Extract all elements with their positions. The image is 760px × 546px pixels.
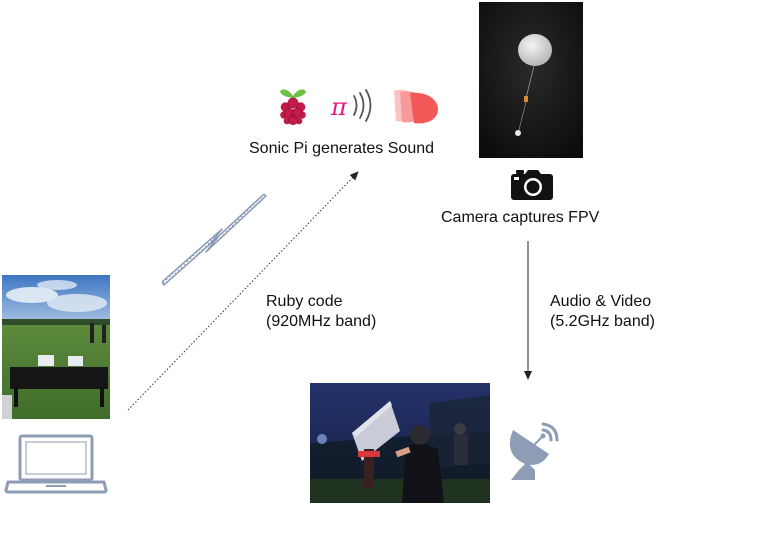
sonic-pi-label: Sonic Pi generates Sound [249,140,435,157]
camera-icon [510,170,554,202]
sound-blob-icon [388,87,440,127]
ground-station-photo [310,383,490,503]
satellite-dish-icon [505,420,561,482]
sonic-pi-logo: π [330,88,376,124]
balloon-photo [479,2,583,158]
laptop-icon [4,434,108,496]
ruby-code-arrow [127,171,359,411]
audio-video-label: Audio & Video (5.2GHz band) [550,293,655,330]
ruby-code-label: Ruby code (920MHz band) [266,293,377,330]
camera-label: Camera captures FPV [441,209,600,226]
field-photo [2,275,110,419]
raspberry-pi-logo [276,86,310,128]
pi-symbol: π [330,93,348,121]
lightning-bolt-icon [162,194,268,286]
